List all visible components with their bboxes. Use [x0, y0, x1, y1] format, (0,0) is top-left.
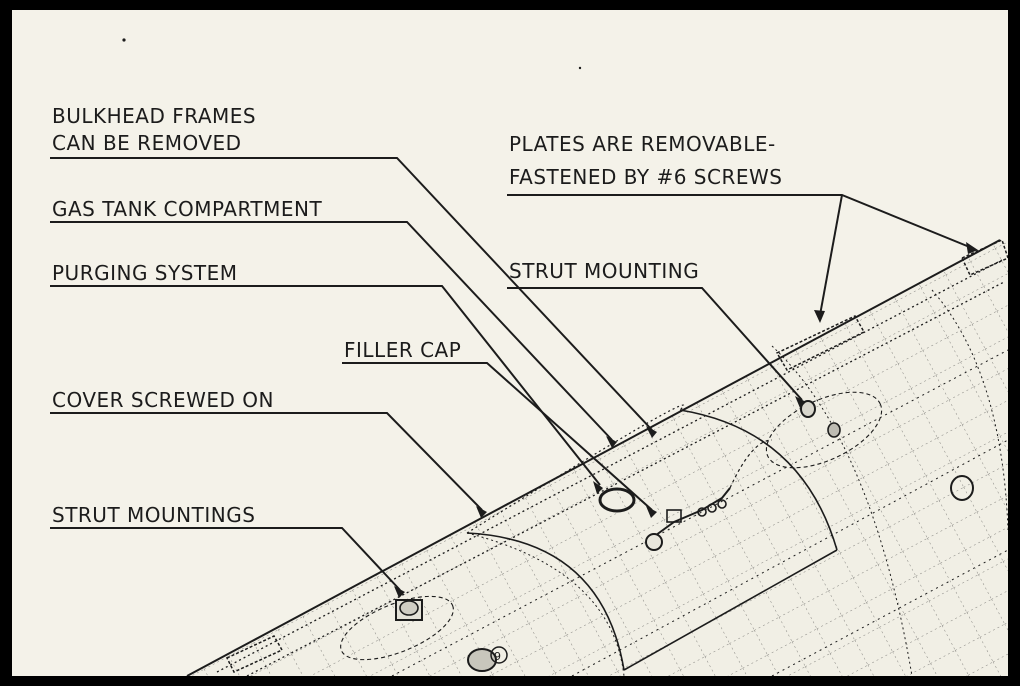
cover-panel	[466, 404, 838, 671]
fitting-number: 9	[494, 650, 501, 663]
leader-lines	[50, 157, 978, 598]
leader-strut-mountings	[50, 527, 401, 591]
label-filler-cap: FILLER CAP	[344, 338, 462, 362]
label-cover-screwed-on: COVER SCREWED ON	[52, 388, 274, 412]
leader-purging-system	[50, 285, 601, 486]
label-strut-mountings: STRUT MOUNTINGS	[52, 503, 256, 527]
leader-plates-right	[507, 194, 973, 249]
speck	[578, 66, 582, 70]
label-plates-line1: PLATES ARE REMOVABLE-	[509, 132, 776, 156]
filler-cap	[598, 487, 636, 513]
leader-cover	[50, 412, 483, 511]
leader-strut-mounting	[507, 287, 803, 401]
label-bulkhead-frames-line2: CAN BE REMOVED	[52, 131, 242, 155]
label-strut-mounting: STRUT MOUNTING	[509, 259, 700, 283]
label-plates-line2: FASTENED BY #6 SCREWS	[509, 165, 783, 189]
inspection-hole	[950, 475, 974, 501]
diagram-sheet: 9	[12, 10, 1008, 676]
removable-plates	[225, 238, 1008, 673]
speck	[122, 38, 126, 42]
leader-gas-tank	[50, 221, 613, 441]
strut-mounting-upper	[765, 391, 883, 469]
strut-mountings-lower: 9	[340, 595, 508, 672]
leader-plates-left	[819, 194, 843, 316]
fuselage-diagram: 9	[50, 38, 1008, 676]
label-purging-system: PURGING SYSTEM	[52, 261, 238, 285]
bulkhead-frames	[466, 289, 1008, 676]
label-gas-tank-compartment: GAS TANK COMPARTMENT	[52, 197, 323, 221]
label-bulkhead-frames-line1: BULKHEAD FRAMES	[52, 104, 257, 128]
leader-filler-cap	[342, 362, 653, 511]
leader-bulkhead-frames	[50, 157, 653, 431]
